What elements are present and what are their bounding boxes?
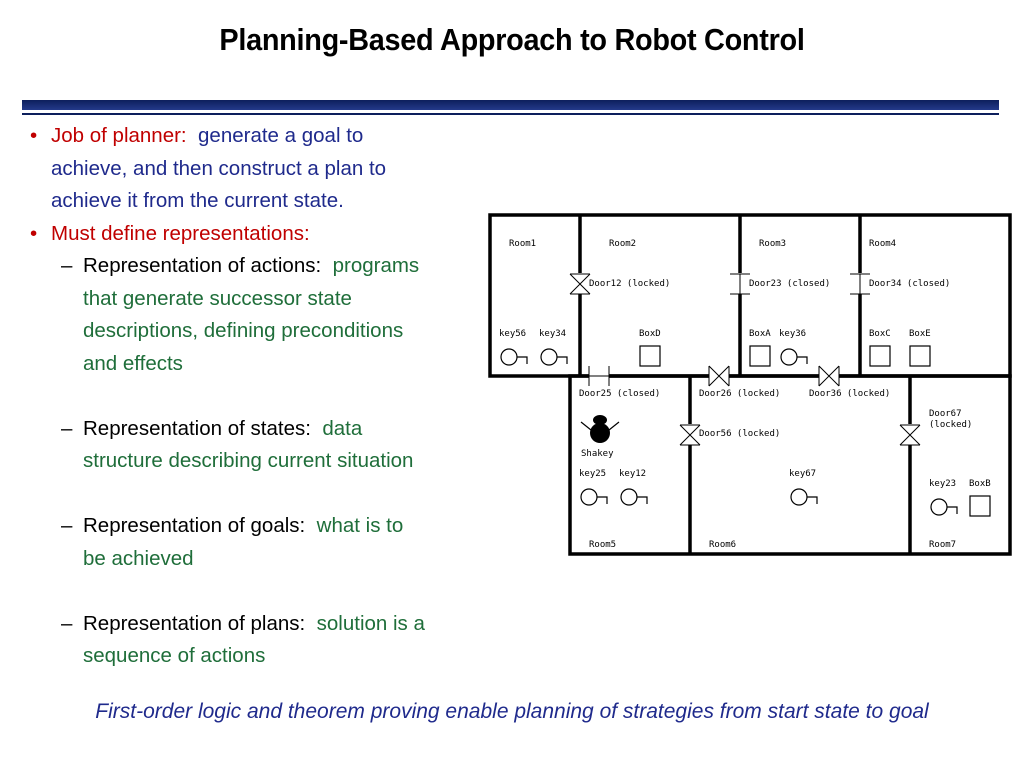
sub-dash: –	[61, 611, 73, 635]
footer-caption: First-order logic and theorem proving en…	[95, 700, 929, 723]
door26-label: Door26 (locked)	[699, 389, 780, 399]
spacer	[30, 380, 485, 413]
subbullet-states: – Representation of states: data structu…	[30, 413, 485, 478]
slide-title: Planning-Based Approach to Robot Control	[219, 22, 805, 57]
sub-label: Representation of plans:	[83, 611, 306, 635]
bullet-dot: •	[30, 124, 38, 147]
door12-label: Door12 (locked)	[589, 279, 670, 289]
sub-text: that generate successor state	[83, 286, 352, 310]
boxb-icon	[969, 495, 991, 517]
door36-label: Door36 (locked)	[809, 389, 890, 399]
title-rule-thick	[22, 100, 999, 110]
bottom-row-rooms	[568, 374, 1012, 556]
room1-label: Room1	[509, 239, 536, 249]
boxb-label: BoxB	[969, 479, 991, 489]
boxc-label: BoxC	[869, 329, 891, 339]
boxc-icon	[869, 345, 891, 367]
spacer	[30, 575, 485, 608]
key12-label: key12	[619, 469, 646, 479]
key36-label: key36	[779, 329, 806, 339]
sub-text: what is to	[316, 514, 404, 537]
sub-text: solution is a	[316, 611, 425, 635]
sub-label: Representation of goals:	[83, 514, 306, 537]
subbullet-goals: – Representation of goals: what is to be…	[30, 510, 485, 575]
sub-label: Representation of states:	[83, 416, 311, 440]
key23-icon	[930, 498, 958, 516]
sub-dash: –	[61, 254, 73, 277]
door-symbols	[569, 273, 921, 446]
door36-locked-icon	[818, 365, 840, 387]
sub-dash: –	[61, 514, 73, 537]
bullet-text: achieve it from the current state.	[51, 189, 344, 212]
boxd-label: BoxD	[639, 329, 661, 339]
sub-text: programs	[332, 254, 420, 277]
spacer	[30, 478, 485, 511]
boxd-icon	[639, 345, 661, 367]
boxe-icon	[909, 345, 931, 367]
subbullet-plans: – Representation of plans: solution is a…	[30, 608, 485, 673]
shakey-world-map: Room1 Room2 Room3 Room4 Room5 Room6 Room…	[488, 213, 1012, 556]
key56-label: key56	[499, 329, 526, 339]
title-rule-thin	[22, 113, 999, 115]
sub-text: structure describing current situation	[83, 449, 414, 472]
room6-label: Room6	[709, 540, 736, 550]
door56-locked-icon	[679, 424, 701, 446]
sub-dash: –	[61, 416, 73, 440]
shakey-label: Shakey	[581, 449, 614, 459]
door23-closed-icon	[730, 273, 750, 295]
room4-label: Room4	[869, 239, 896, 249]
key56-icon	[500, 348, 528, 366]
door23-label: Door23 (closed)	[749, 279, 830, 289]
room7-label: Room7	[929, 540, 956, 550]
key67-icon	[790, 488, 818, 506]
key-icons	[500, 348, 958, 516]
bullet-list: • Job of planner: generate a goal to ach…	[30, 120, 485, 673]
bullet-must-define: • Must define representations:	[30, 218, 485, 251]
key34-label: key34	[539, 329, 566, 339]
room5-label: Room5	[589, 540, 616, 550]
sub-text: data	[322, 416, 363, 440]
box-icons	[639, 345, 991, 517]
door25-closed-icon	[588, 366, 610, 386]
room-walls	[488, 213, 1012, 556]
bullet-text: generate a goal to	[198, 124, 364, 147]
key23-label: key23	[929, 479, 956, 489]
bullet-label: Must define representations:	[51, 221, 310, 245]
sub-text: be achieved	[83, 546, 194, 570]
boxa-icon	[749, 345, 771, 367]
key25-icon	[580, 488, 608, 506]
boxe-label: BoxE	[909, 329, 931, 339]
sub-text: sequence of actions	[83, 644, 266, 667]
boxa-label: BoxA	[749, 329, 771, 339]
door25-label: Door25 (closed)	[579, 389, 660, 399]
door56-label: Door56 (locked)	[699, 429, 780, 439]
key67-label: key67	[789, 469, 816, 479]
key36-icon	[780, 348, 808, 366]
bullet-label: Job of planner:	[51, 124, 187, 147]
bullet-text: achieve, and then construct a plan to	[51, 156, 387, 180]
key34-icon	[540, 348, 568, 366]
bullet-dot: •	[30, 221, 38, 245]
key25-label: key25	[579, 469, 606, 479]
door67-label-line2: (locked)	[929, 420, 972, 430]
door67-locked-icon	[899, 424, 921, 446]
room2-label: Room2	[609, 239, 636, 249]
door12-locked-icon	[569, 273, 591, 295]
sub-text: descriptions, defining preconditions	[83, 319, 404, 342]
room3-label: Room3	[759, 239, 786, 249]
shakey-robot-icon	[580, 415, 620, 443]
sub-label: Representation of actions:	[83, 254, 322, 277]
door34-closed-icon	[850, 273, 870, 295]
bullet-job-of-planner: • Job of planner: generate a goal to ach…	[30, 120, 485, 218]
door26-locked-icon	[708, 365, 730, 387]
key12-icon	[620, 488, 648, 506]
sub-text: and effects	[83, 351, 183, 375]
door34-label: Door34 (closed)	[869, 279, 950, 289]
door67-label-line1: Door67	[929, 409, 962, 419]
subbullet-actions: – Representation of actions: programs th…	[30, 250, 485, 380]
